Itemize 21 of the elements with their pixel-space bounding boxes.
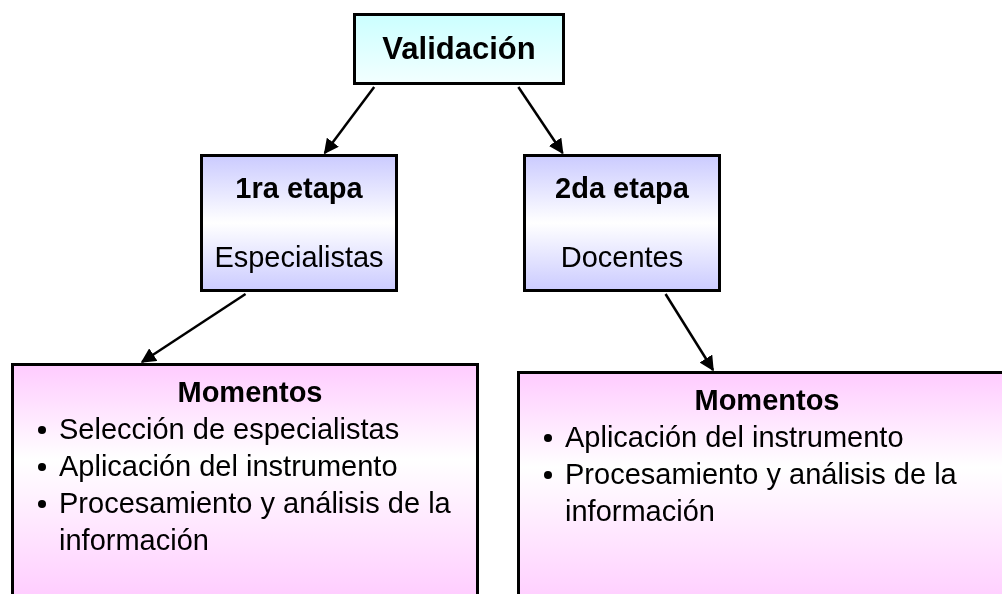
heading: Momentos — [176, 375, 324, 410]
bullet-item: Procesamiento y análisis de la información — [565, 457, 958, 529]
bullet-item: Procesamiento y análisis de la información — [59, 486, 452, 558]
arrow — [323, 86, 376, 155]
arrow — [664, 293, 715, 372]
arrow — [140, 292, 247, 364]
list-box — [517, 371, 1002, 594]
heading: 1ra etapa — [235, 170, 363, 206]
heading: Validación — [382, 29, 536, 68]
arrow — [517, 86, 564, 155]
bullet-item: Selección de especialistas — [59, 412, 400, 447]
stage-box — [523, 154, 721, 292]
stage-box — [200, 154, 398, 292]
subtitle: Especialistas — [214, 240, 384, 275]
heading: Momentos — [693, 383, 841, 418]
subtitle: Docentes — [560, 240, 684, 275]
bullet-item: Aplicación del instrumento — [565, 420, 904, 455]
list-box — [11, 363, 479, 594]
title-box — [353, 13, 565, 85]
bullet-item: Aplicación del instrumento — [59, 449, 398, 484]
heading: 2da etapa — [555, 170, 689, 206]
